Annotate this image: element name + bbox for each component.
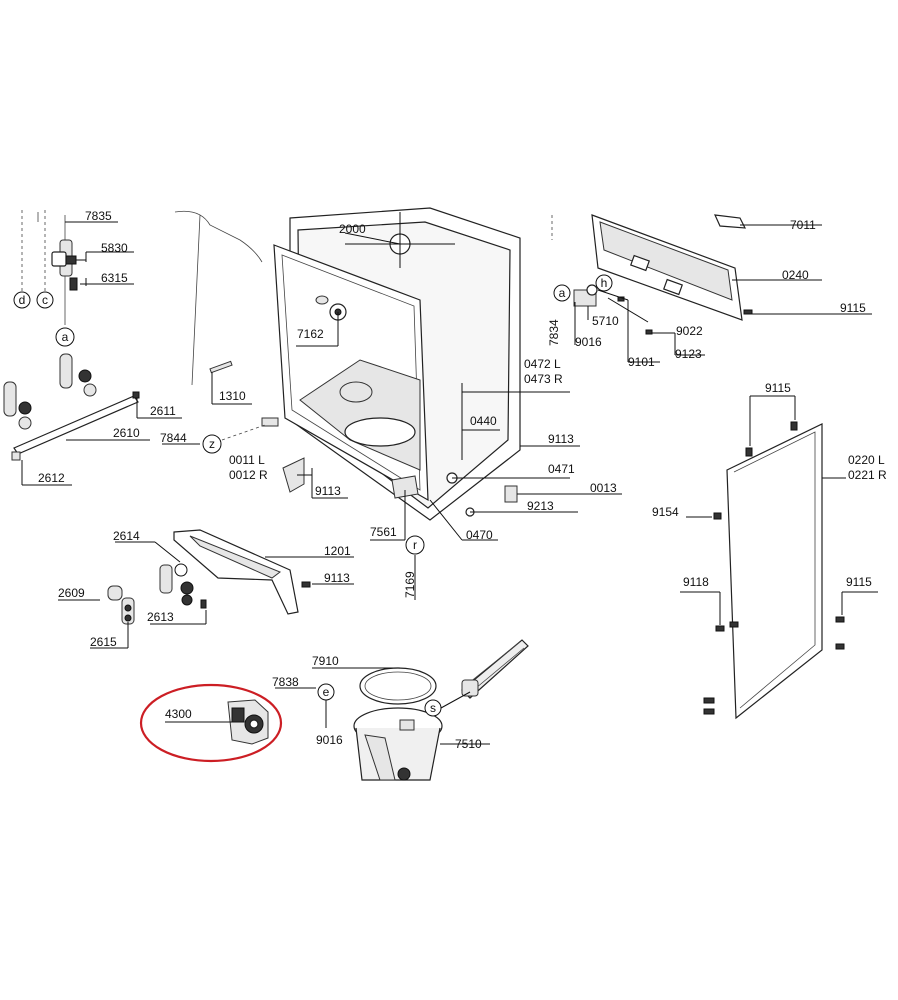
- callout-1201: 1201: [324, 544, 351, 558]
- callout-2612: 2612: [38, 471, 65, 485]
- rail-parts: 2611 2610 2612: [3, 353, 182, 486]
- marker-e: [317, 683, 335, 701]
- callout-0440: 0440: [470, 414, 497, 428]
- callout-0240: 0240: [782, 268, 809, 282]
- callout-9113-b: 9113: [548, 432, 574, 446]
- callout-2614: 2614: [113, 529, 140, 543]
- marker-c-label: c: [42, 293, 48, 307]
- marker-c: [36, 291, 54, 309]
- callout-0011: 0011 L: [229, 453, 265, 467]
- marker-d: [13, 291, 31, 309]
- marker-s: [424, 699, 442, 717]
- callout-1310: 1310: [219, 389, 246, 403]
- callout-5830: 5830: [101, 241, 128, 255]
- callout-7834: 7834: [547, 319, 561, 346]
- callout-7838: 7838: [272, 675, 299, 689]
- callout-2615: 2615: [90, 635, 117, 649]
- callout-7169: 7169: [403, 571, 417, 598]
- marker-r-label: r: [413, 538, 417, 552]
- callout-0013: 0013: [590, 481, 617, 495]
- callout-9213: 9213: [527, 499, 554, 513]
- callout-2613: 2613: [147, 610, 174, 624]
- callout-9101: 9101: [628, 355, 655, 369]
- marker-a: [55, 327, 75, 347]
- cover-bracket-parts: 2614 1201 9113 2609 2613 2615: [58, 529, 354, 649]
- callout-7162: 7162: [297, 327, 324, 341]
- callout-9113-a: 9113: [315, 484, 341, 498]
- marker-a2-label: a: [559, 286, 566, 300]
- callout-0220: 0220 L: [848, 453, 885, 467]
- callout-0471: 0471: [548, 462, 575, 476]
- marker-h-label: h: [601, 276, 608, 290]
- callout-9022: 9022: [676, 324, 703, 338]
- marker-z: [202, 434, 222, 454]
- marker-r: [405, 535, 425, 555]
- callout-9113-c: 9113: [324, 571, 350, 585]
- marker-s-label: s: [430, 701, 436, 715]
- callout-2610: 2610: [113, 426, 140, 440]
- callout-0473: 0473 R: [524, 372, 563, 386]
- marker-h: [595, 274, 613, 292]
- callout-9123: 9123: [675, 347, 702, 361]
- callout-6315: 6315: [101, 271, 128, 285]
- callout-9115-a: 9115: [840, 301, 866, 315]
- callout-4300: 4300: [165, 707, 192, 721]
- callout-2000: 2000: [339, 222, 366, 236]
- callout-7011: 7011: [790, 218, 816, 232]
- callout-0472: 0472 L: [524, 357, 561, 371]
- callout-9016-a: 9016: [575, 335, 602, 349]
- back-panel-assembly: a h 7011 0240 9115 7834 5710 9022 9016 9…: [547, 214, 872, 369]
- marker-d-label: d: [19, 293, 26, 307]
- marker-a-label: a: [62, 330, 69, 344]
- marker-a2: [553, 284, 571, 302]
- tub-assembly: z r 2000 7162 1310 7844 0011 L 0012 R 91…: [160, 207, 622, 600]
- callout-7910: 7910: [312, 654, 339, 668]
- marker-z-label: z: [209, 437, 215, 451]
- callout-9115-b: 9115: [765, 381, 791, 395]
- callout-7510: 7510: [455, 737, 482, 751]
- callout-7835: 7835: [85, 209, 112, 223]
- callout-2611: 2611: [150, 404, 176, 418]
- callout-9118: 9118: [683, 575, 709, 589]
- callout-5710: 5710: [592, 314, 619, 328]
- callout-9154: 9154: [652, 505, 679, 519]
- marker-e-label: e: [323, 685, 330, 699]
- callout-2609: 2609: [58, 586, 85, 600]
- sump-assembly: e s 7910 7838 9016 7510: [272, 639, 529, 781]
- callout-0012: 0012 R: [229, 468, 268, 482]
- callout-0470: 0470: [466, 528, 493, 542]
- callout-0221: 0221 R: [848, 468, 887, 482]
- callout-7844: 7844: [160, 431, 187, 445]
- highlighted-part-4300[interactable]: 4300: [139, 683, 283, 763]
- side-panel-assembly: 9115 0220 L 0221 R 9154 9118 9115: [652, 381, 887, 720]
- valve-assembly: d c a 7835 5830 6315: [13, 209, 134, 347]
- highlight-ellipse: [139, 683, 283, 763]
- callout-9016-b: 9016: [316, 733, 343, 747]
- callout-7561: 7561: [370, 525, 397, 539]
- callout-9115-c: 9115: [846, 575, 872, 589]
